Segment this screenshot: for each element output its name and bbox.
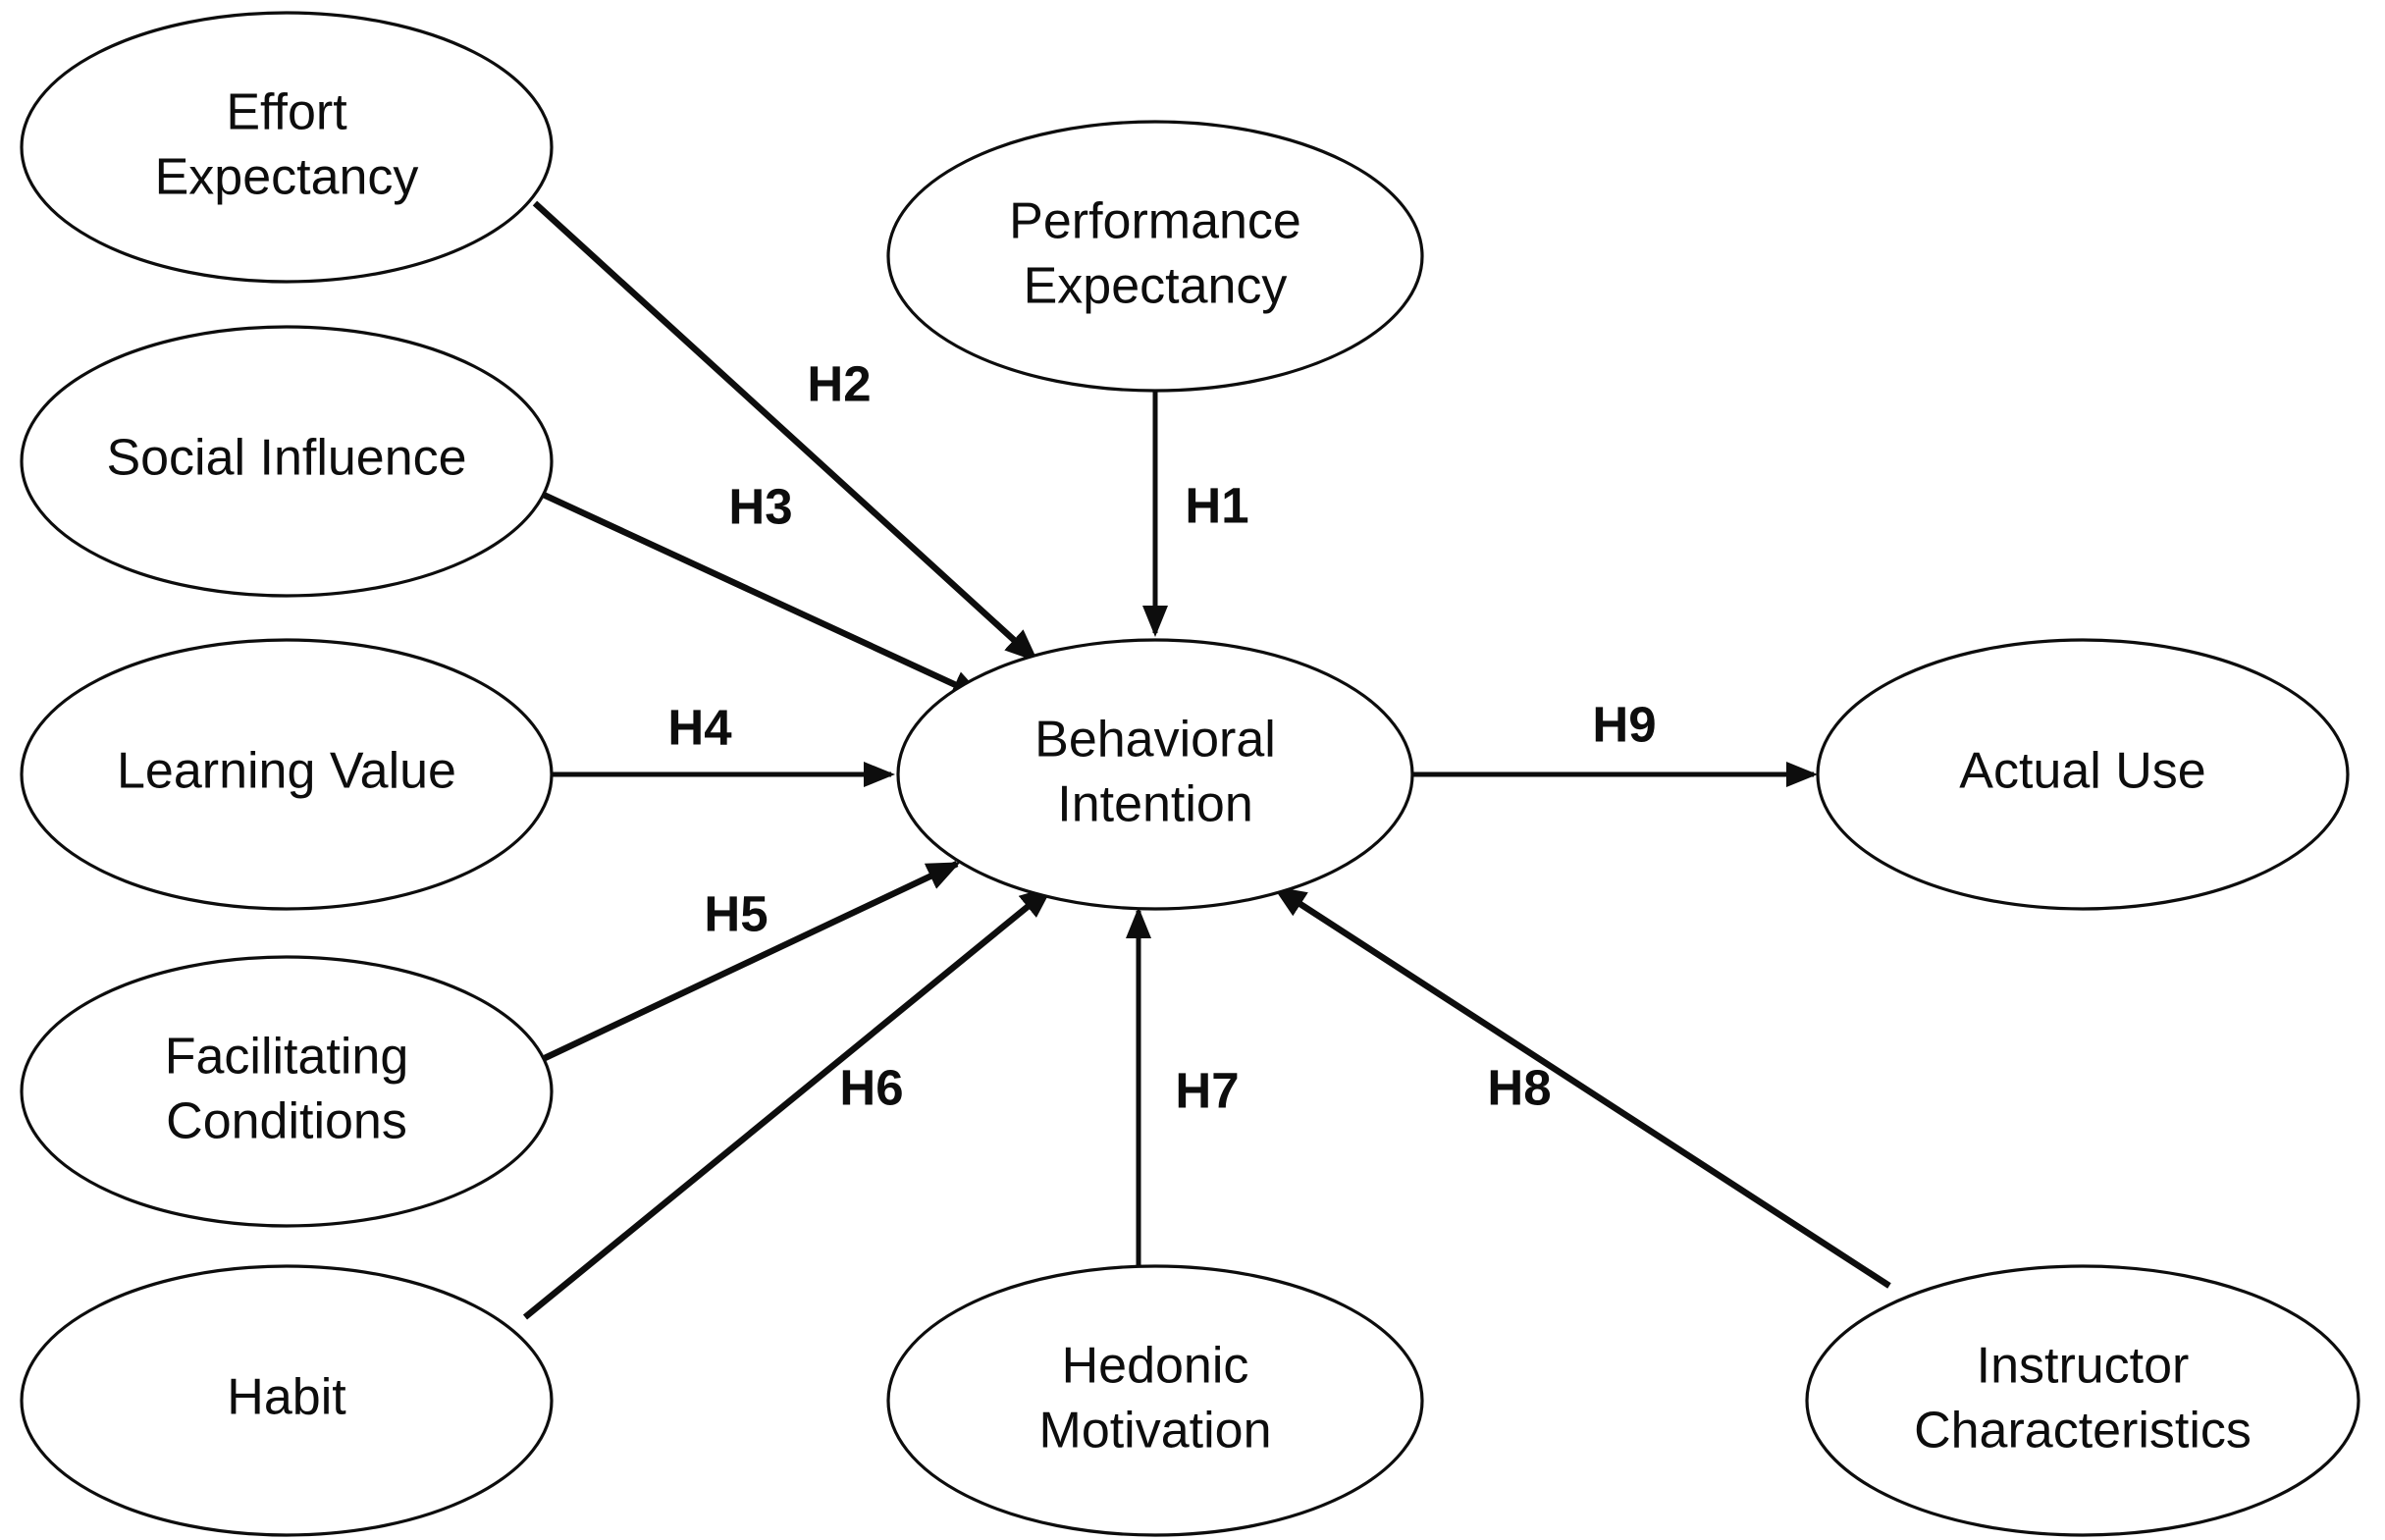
node-instructor-characteristics-label-line2: Characteristics [1914,1403,2252,1460]
edge-label-h8: H8 [1487,1059,1551,1115]
edge-h2: H2 [532,200,1038,663]
node-behavioral-intention-shape[interactable] [896,638,1414,911]
node-performance-expectancy-label-line1: Performance [1009,193,1301,250]
edge-h7: H7 [1126,906,1240,1266]
node-actual-use-label: Actual Use [1959,743,2205,800]
node-learning-value-shape[interactable] [20,638,554,911]
edge-h3-line [533,488,985,700]
edge-h1: H1 [1141,391,1249,638]
node-behavioral-intention-label-line2: Intention [1057,776,1253,833]
node-performance-expectancy-shape[interactable] [886,120,1424,393]
node-actual-use[interactable]: Actual Use [1816,638,2350,911]
node-hedonic-motivation-label-line2: Motivation [1039,1403,1272,1460]
node-habit-shape[interactable] [20,1264,554,1537]
edge-h3: H3 [533,478,985,700]
node-instructor-characteristics-label-line1: Instructor [1977,1338,2190,1395]
edge-h8-line [1272,885,1891,1289]
node-habit-label: Habit [227,1369,346,1426]
edge-label-h6: H6 [839,1059,903,1115]
node-behavioral-intention[interactable]: Behavioral Intention [896,638,1414,911]
node-actual-use-shape[interactable] [1816,638,2350,911]
edge-h8: H8 [1272,885,1891,1289]
edge-h2-line [532,200,1038,663]
edges-layer: H2 H3 H1 H4 H5 [522,200,1891,1320]
nodes-layer: Effort Expectancy Performance Expectancy… [20,11,2360,1537]
node-behavioral-intention-label-line1: Behavioral [1034,712,1276,769]
node-habit[interactable]: Habit [20,1264,554,1537]
node-social-influence[interactable]: Social Influence [20,325,554,598]
node-hedonic-motivation-label-line1: Hedonic [1062,1338,1249,1395]
edge-h6-line [522,885,1054,1320]
edge-label-h2: H2 [807,355,871,411]
edge-h5-line [543,861,961,1061]
edge-label-h1: H1 [1185,477,1248,533]
edge-h4: H4 [552,699,896,788]
node-effort-expectancy-label-line2: Expectancy [155,149,419,206]
node-learning-value[interactable]: Learning Value [20,638,554,911]
edge-label-h3: H3 [728,478,792,534]
edge-label-h4: H4 [667,699,732,755]
node-facilitating-conditions-label-line1: Facilitating [165,1029,409,1086]
node-facilitating-conditions[interactable]: Facilitating Conditions [20,955,554,1228]
node-hedonic-motivation[interactable]: Hedonic Motivation [886,1264,1424,1537]
edge-h9: H9 [1413,696,1819,788]
node-social-influence-shape[interactable] [20,325,554,598]
edge-label-h5: H5 [704,885,768,941]
node-performance-expectancy[interactable]: Performance Expectancy [886,120,1424,393]
node-effort-expectancy-shape[interactable] [20,11,554,284]
edge-h5: H5 [543,861,961,1061]
node-facilitating-conditions-label-line2: Conditions [166,1093,407,1150]
node-hedonic-motivation-shape[interactable] [886,1264,1424,1537]
node-learning-value-label: Learning Value [117,743,456,800]
edge-label-h7: H7 [1175,1062,1239,1118]
node-effort-expectancy-label-line1: Effort [226,84,347,141]
node-performance-expectancy-label-line2: Expectancy [1024,258,1288,315]
node-effort-expectancy[interactable]: Effort Expectancy [20,11,554,284]
node-instructor-characteristics-shape[interactable] [1805,1264,2360,1537]
node-instructor-characteristics[interactable]: Instructor Characteristics [1805,1264,2360,1537]
node-social-influence-label: Social Influence [106,430,466,487]
node-facilitating-conditions-shape[interactable] [20,955,554,1228]
edge-h6: H6 [522,885,1054,1320]
edge-label-h9: H9 [1592,696,1656,752]
